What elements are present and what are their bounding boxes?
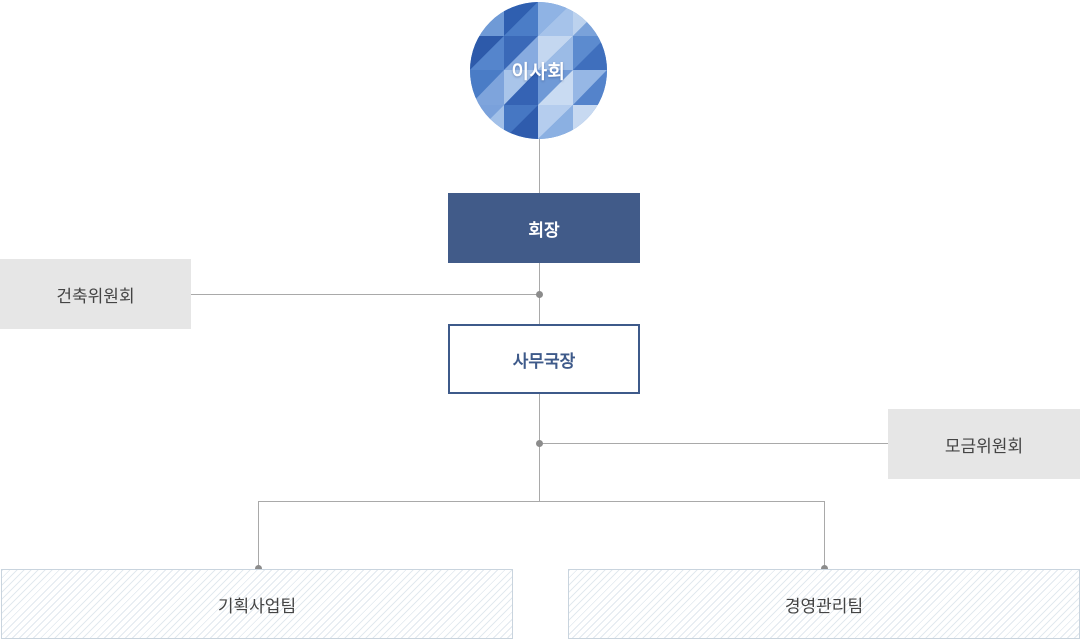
connector-board-chairman: [539, 139, 540, 193]
team-node-management: 경영관리팀: [568, 569, 1080, 639]
secretary-general-node: 사무국장: [448, 324, 640, 394]
chairman-label: 회장: [528, 220, 560, 241]
junction-dot-architecture: [536, 291, 543, 298]
connector-secretary-teams: [539, 392, 540, 502]
secretary-general-label: 사무국장: [512, 351, 576, 372]
connector-fundraising-committee: [539, 443, 888, 444]
board-node: 이사회: [470, 2, 607, 139]
connector-team-right: [824, 501, 825, 569]
team-label-planning: 기획사업팀: [217, 596, 297, 617]
fundraising-committee-node: 모금위원회: [888, 409, 1080, 479]
fundraising-committee-label: 모금위원회: [944, 436, 1024, 457]
team-node-planning: 기획사업팀: [1, 569, 513, 639]
connector-architecture-committee: [191, 294, 539, 295]
junction-dot-fundraising: [536, 440, 543, 447]
architecture-committee-label: 건축위원회: [56, 286, 135, 307]
junction-dot-team-right: [821, 565, 828, 572]
architecture-committee-node: 건축위원회: [0, 259, 191, 329]
connector-team-bar: [258, 501, 825, 502]
team-label-management: 경영관리팀: [784, 596, 864, 617]
chairman-node: 회장: [448, 193, 640, 263]
connector-team-left: [258, 501, 259, 569]
board-label: 이사회: [511, 61, 566, 83]
junction-dot-team-left: [255, 565, 262, 572]
